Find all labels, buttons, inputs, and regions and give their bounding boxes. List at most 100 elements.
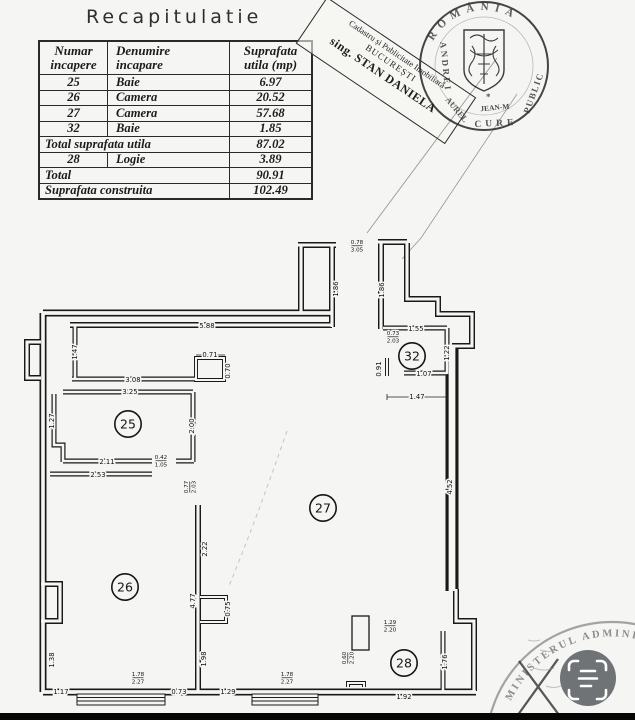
stamp-name-3: JEAN-M xyxy=(480,102,510,114)
svg-text:1.29: 1.29 xyxy=(384,620,397,626)
table-cell: 102.49 xyxy=(229,182,313,200)
window-sills xyxy=(76,693,319,706)
ministry-arc-text: MINISTERUL ADMINISTRAȚIEI P xyxy=(0,0,635,702)
table-cell: Camera xyxy=(107,89,230,107)
stamp-bottom-text: CURE xyxy=(474,118,517,130)
svg-text:3.05: 3.05 xyxy=(351,248,364,254)
svg-text:1.78: 1.78 xyxy=(132,672,145,678)
room-number: 32 xyxy=(397,341,426,370)
stamp-name-1: ANDREI xyxy=(438,41,453,92)
dim-label: 1.07 xyxy=(416,370,431,378)
document-title: Recapitulatie xyxy=(86,6,263,28)
svg-text:26: 26 xyxy=(117,580,133,595)
plan-labels: 5.88 3.08 3.25 0.71 2.11 2.53 1.55 1.07 1.47 1.17… xyxy=(47,239,456,703)
dim-label: 1.86 xyxy=(378,282,386,297)
walls xyxy=(24,239,477,696)
ministry-inner-marks xyxy=(527,639,562,688)
svg-text:2.03: 2.03 xyxy=(192,480,198,493)
dim-label: 2.00 xyxy=(188,418,196,433)
dim-label: 1.86 xyxy=(332,281,340,296)
table-cell: 6.97 xyxy=(229,74,313,91)
dim-label: 3.25 xyxy=(122,388,137,396)
room-number: 27 xyxy=(308,493,337,522)
table-cell: 20.52 xyxy=(229,89,313,107)
dim-label: 2.53 xyxy=(90,471,105,479)
coat-of-arms-icon xyxy=(463,29,505,92)
svg-text:2.27: 2.27 xyxy=(132,680,145,686)
svg-text:0.77: 0.77 xyxy=(184,480,190,493)
svg-text:2.03: 2.03 xyxy=(387,339,400,345)
dim-label: 5.88 xyxy=(199,322,214,330)
wall-cavities xyxy=(25,240,476,694)
dim-label: 1.92 xyxy=(396,693,411,701)
fraction-label: 1.78 2.27 xyxy=(280,671,295,687)
dim-label: 1.17 xyxy=(53,688,68,696)
fraction-label: 0.42 1.05 xyxy=(154,454,169,470)
svg-text:2.27: 2.27 xyxy=(281,680,294,686)
svg-text:2.20: 2.20 xyxy=(350,651,356,664)
svg-text:0.73: 0.73 xyxy=(387,331,400,337)
svg-text:32: 32 xyxy=(404,349,420,364)
svg-text:2.20: 2.20 xyxy=(384,628,397,634)
svg-text:28: 28 xyxy=(396,656,412,671)
dim-label: 0.73 xyxy=(171,688,186,696)
fraction-label: 0.78 3.05 xyxy=(350,239,365,255)
dim-label: 0.71 xyxy=(202,351,217,359)
stamp-star: * xyxy=(486,92,491,102)
table-cell: Logie xyxy=(107,151,230,169)
dim-label: 0.91 xyxy=(375,361,383,376)
loggia-door-pier xyxy=(351,615,370,651)
dim-label: 1.47 xyxy=(409,393,424,401)
dim-label: 1.22 xyxy=(443,345,451,360)
text-scan-icon xyxy=(567,659,608,701)
svg-text:0.60: 0.60 xyxy=(342,651,348,664)
fraction-label: 1.29 2.20 xyxy=(383,619,398,635)
svg-text:1.05: 1.05 xyxy=(155,463,168,469)
dim-label: 1.47 xyxy=(71,344,79,359)
svg-text:27: 27 xyxy=(315,501,331,516)
dim-label: 3.08 xyxy=(125,376,140,384)
dim-label: 2.11 xyxy=(99,458,114,466)
text-scan-button[interactable] xyxy=(560,650,616,706)
dim-label: 1.38 xyxy=(48,652,56,667)
dim-label: 1.27 xyxy=(48,413,56,428)
dim-label: 1.76 xyxy=(441,654,449,669)
dim-label: 0.70 xyxy=(224,363,232,378)
dim-label: 4.77 xyxy=(189,593,197,608)
svg-text:0.78: 0.78 xyxy=(351,240,364,246)
svg-text:1.78: 1.78 xyxy=(281,672,294,678)
notary-round-stamp: ROMÂNIA ANDREI AUREL PUBLIC * JEAN-M CUR… xyxy=(419,1,549,131)
dim-label: 1.29 xyxy=(220,688,235,696)
room-number: 26 xyxy=(111,572,140,601)
svg-text:25: 25 xyxy=(120,417,136,432)
dim-label: 1.98 xyxy=(200,651,208,666)
table-cell: Suprafata construita xyxy=(38,182,230,200)
bottom-bar xyxy=(0,713,635,720)
room-number: 28 xyxy=(389,648,418,677)
dim-label: 4.52 xyxy=(446,479,454,494)
dim-label: 1.55 xyxy=(408,325,423,333)
svg-text:0.42: 0.42 xyxy=(155,455,167,461)
dim-label: 2.22 xyxy=(201,541,209,556)
dim-label: 0.75 xyxy=(224,601,232,616)
fraction-label: 0.73 2.03 xyxy=(386,330,401,346)
fraction-label: 1.78 2.27 xyxy=(131,671,146,687)
